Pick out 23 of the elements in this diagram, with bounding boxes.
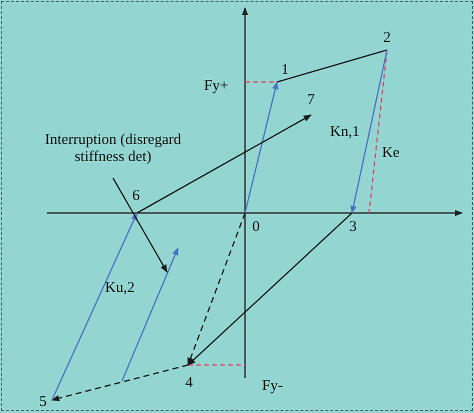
- line: [276, 49, 388, 83]
- point-label: 4: [183, 375, 195, 392]
- arrow: [187, 212, 246, 366]
- stiffness-label: Kn,1: [330, 124, 360, 141]
- axis-value-label: Fy+: [204, 78, 228, 95]
- stiffness-label: Ku,2: [105, 280, 135, 297]
- arrow: [350, 50, 388, 214]
- point-label: 5: [37, 394, 49, 411]
- arrow: [244, 81, 278, 214]
- point-label: 3: [347, 219, 359, 236]
- annotation-text: Interruption (disregard stiffness det): [28, 132, 198, 166]
- leader-line: [112, 178, 168, 273]
- point-label: 6: [130, 188, 142, 205]
- axis-value-label: Fy-: [262, 378, 283, 395]
- point-label: 0: [250, 219, 262, 236]
- arrow: [136, 114, 312, 214]
- stiffness-label: Ke: [382, 145, 400, 162]
- arrow: [187, 212, 352, 366]
- arrow: [51, 212, 138, 400]
- point-label: 2: [381, 30, 393, 47]
- point-label: 1: [279, 62, 291, 79]
- arrow: [51, 364, 188, 402]
- point-label: 7: [305, 92, 317, 109]
